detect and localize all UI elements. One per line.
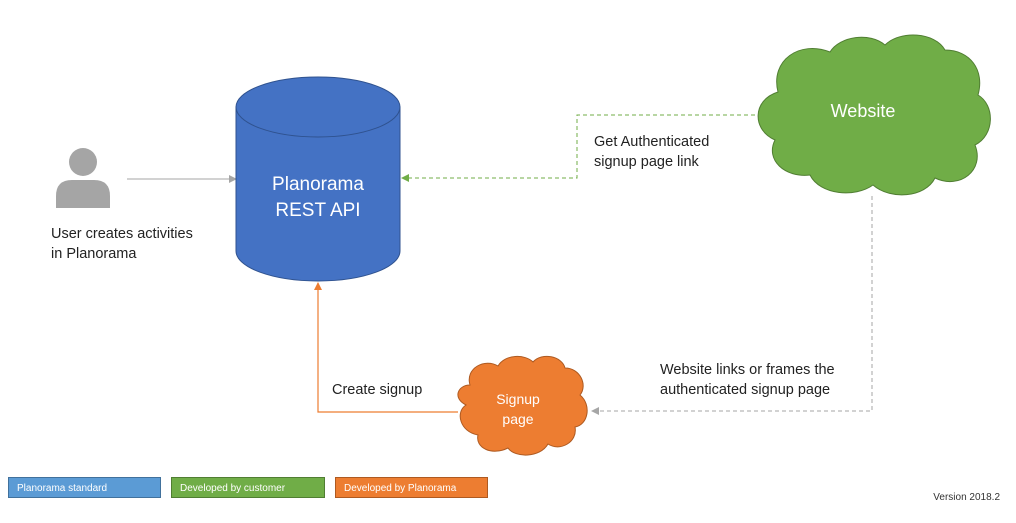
website-label: Website	[830, 101, 896, 121]
legend-developed-by-planorama: Developed by Planorama	[335, 477, 488, 498]
user-label-line2: in Planorama	[51, 246, 137, 262]
edge-label-get-link-line1: Get Authenticated	[594, 134, 710, 150]
website-cloud	[757, 34, 991, 196]
edge-label-get-link-line2: signup page link	[594, 154, 699, 170]
edge-label-links-frames-line2: authenticated signup page	[660, 382, 831, 398]
api-label-line2: REST API	[275, 200, 361, 221]
edge-label-links-frames: Website links or frames the authenticate…	[660, 360, 835, 400]
signup-label: Signup page	[478, 389, 558, 429]
signup-label-line2: page	[502, 411, 534, 427]
user-label-line1: User creates activities	[51, 226, 193, 242]
api-cylinder	[235, 76, 401, 282]
version-label: Version 2018.2	[933, 492, 1000, 503]
api-label-line1: Planorama	[272, 174, 364, 195]
edge-label-links-frames-line1: Website links or frames the	[660, 362, 835, 378]
legend-developed-by-customer: Developed by customer	[171, 477, 325, 498]
legend-planorama-standard: Planorama standard	[8, 477, 161, 498]
edge-label-create-signup: Create signup	[332, 382, 423, 398]
user-label: User creates activities in Planorama	[51, 224, 193, 264]
edge-website-to-signup	[591, 196, 873, 415]
signup-cloud	[457, 355, 588, 456]
signup-label-line1: Signup	[496, 391, 540, 407]
person-icon	[56, 148, 110, 208]
edge-signup-to-api	[314, 282, 458, 413]
edge-label-get-link: Get Authenticated signup page link	[594, 132, 709, 172]
api-label: Planorama REST API	[236, 172, 400, 224]
